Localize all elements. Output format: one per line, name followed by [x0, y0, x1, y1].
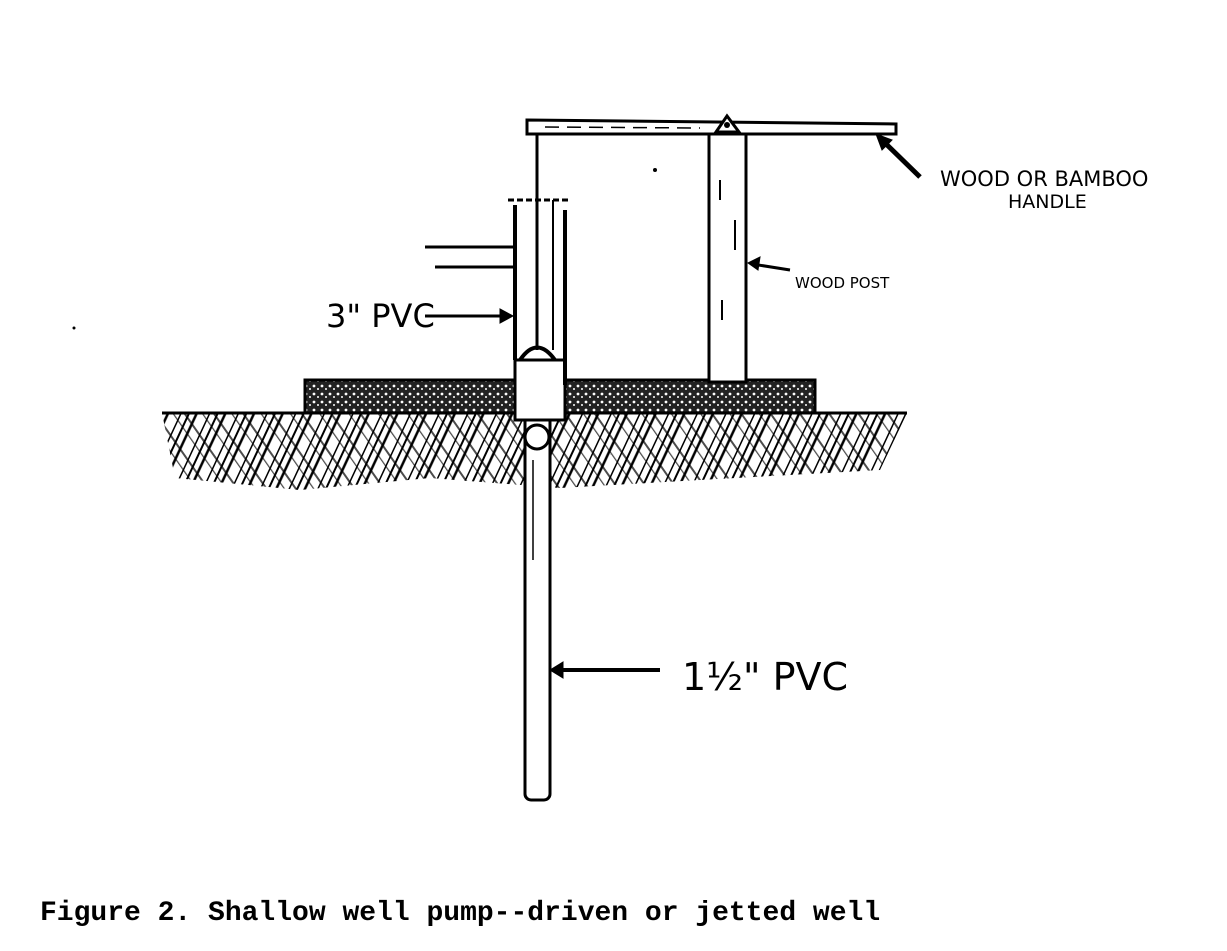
pipe-3-label: 3" PVC	[326, 297, 435, 335]
pipe-1-5-label: 1½" PVC	[682, 655, 848, 699]
handle-label: WOOD OR BAMBOO	[940, 167, 1148, 191]
pump-handle	[525, 113, 898, 136]
wood-post	[707, 128, 748, 384]
pipe-1-5-inch	[523, 383, 552, 802]
figure-caption: Figure 2. Shallow well pump--driven or j…	[40, 898, 881, 929]
post-label: WOOD POST	[795, 274, 890, 292]
pipe-3-inch	[425, 198, 570, 422]
handle-label-line2: HANDLE	[1008, 191, 1087, 213]
label-arrows	[425, 133, 922, 679]
